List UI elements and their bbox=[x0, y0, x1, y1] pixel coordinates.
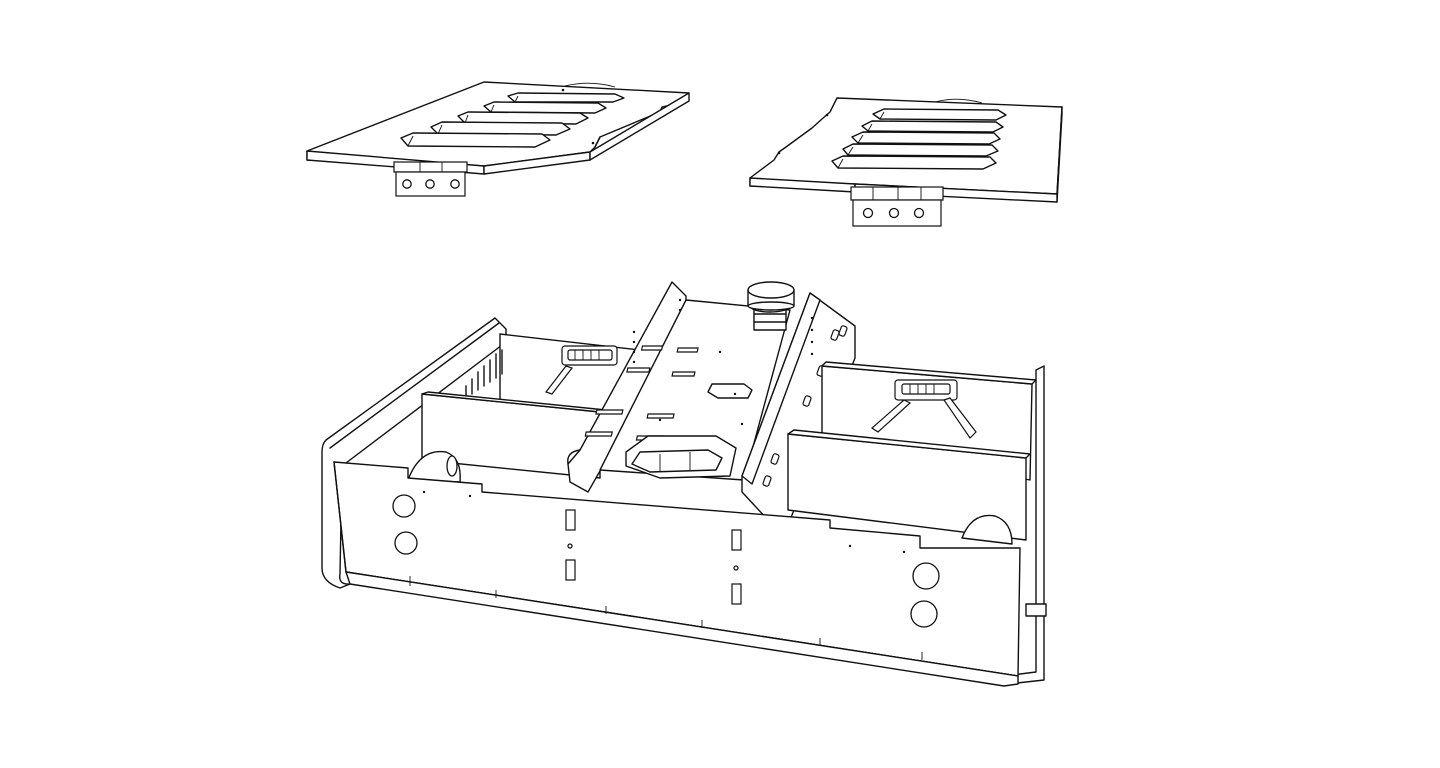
front-panel-slot bbox=[731, 529, 742, 551]
right-lid-vent-slots bbox=[831, 108, 1007, 170]
hinge-screw-hole bbox=[862, 207, 874, 219]
left-vent-fins bbox=[465, 349, 503, 401]
deck-octagon-hole bbox=[707, 383, 753, 399]
enclosure-body[interactable] bbox=[321, 281, 1047, 687]
left-rubber-foot bbox=[407, 450, 461, 483]
front-panel-round-hole bbox=[912, 562, 940, 590]
front-panel[interactable] bbox=[333, 461, 1021, 687]
front-panel-round-hole bbox=[392, 494, 416, 518]
hinge-screw-hole bbox=[402, 179, 412, 189]
left-lid[interactable] bbox=[306, 81, 690, 197]
right-lid-hinge bbox=[850, 186, 944, 227]
front-panel-slot bbox=[731, 583, 742, 605]
center-tower-right-cutouts bbox=[762, 316, 848, 487]
emergency-stop-button[interactable] bbox=[747, 281, 795, 331]
hinge-screw-hole bbox=[888, 207, 900, 219]
left-lid-hinge bbox=[393, 161, 468, 197]
hinge-screw-hole bbox=[450, 179, 460, 189]
left-end-panel bbox=[321, 317, 507, 589]
front-panel-round-hole bbox=[394, 531, 418, 555]
hinge-screw-hole bbox=[425, 179, 435, 189]
left-magnet-catch bbox=[545, 345, 618, 395]
right-lid[interactable] bbox=[749, 97, 1063, 227]
front-panel-slot bbox=[565, 559, 576, 581]
right-end-connector bbox=[1025, 603, 1047, 617]
front-panel-slot bbox=[565, 509, 576, 531]
left-lid-vent-slots bbox=[400, 92, 625, 148]
hinge-screw-hole bbox=[913, 207, 925, 219]
right-magnet-catch bbox=[871, 379, 977, 439]
front-panel-round-hole bbox=[910, 600, 938, 628]
right-rubber-foot bbox=[961, 514, 1013, 545]
